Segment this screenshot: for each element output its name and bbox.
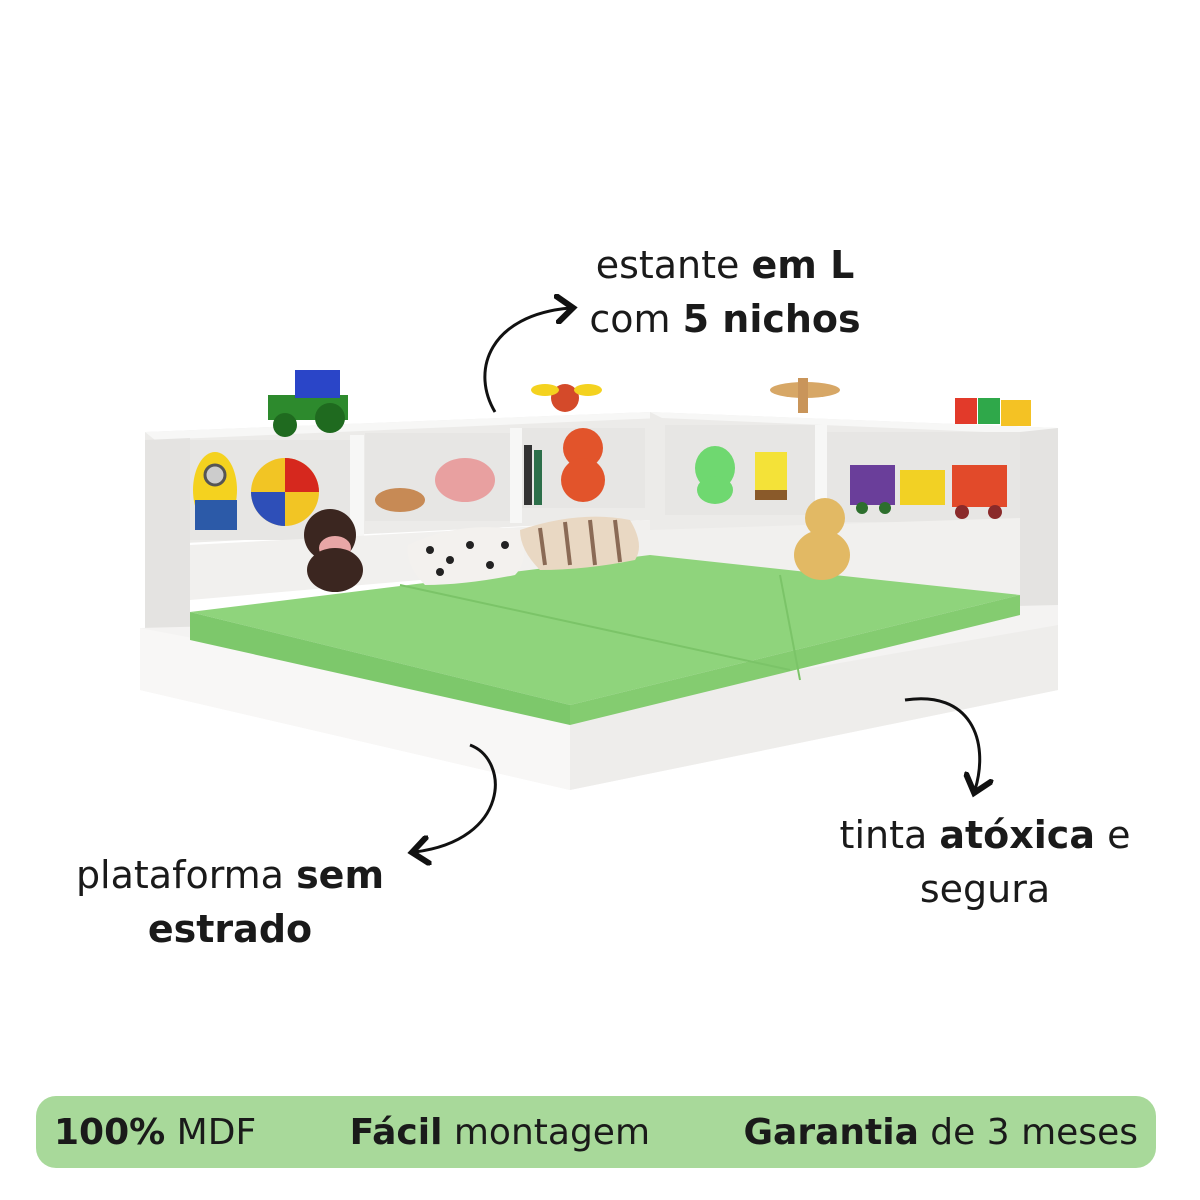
caption-shelf: estante em L com 5 nichos — [560, 238, 890, 346]
arrow-platform — [415, 743, 497, 852]
caption-paint-l2-regular: segura — [919, 867, 1051, 911]
caption-paint-l1-regular: tinta — [839, 813, 940, 857]
caption-platform-l2-bold: estrado — [147, 907, 313, 951]
caption-shelf-l2-bold: 5 nichos — [682, 297, 861, 341]
arrow-shelf — [483, 308, 570, 413]
feature-mdf: 100% MDF — [54, 1112, 256, 1153]
feature-assembly: Fácil montagem — [350, 1112, 650, 1153]
mattress — [190, 555, 1020, 725]
feature-mdf-bold: 100% — [54, 1111, 166, 1153]
caption-paint-l1-bold: atóxica — [939, 813, 1095, 857]
feature-mdf-regular: MDF — [165, 1111, 257, 1153]
caption-platform-l1-bold: sem — [296, 853, 385, 897]
caption-platform: plataforma sem estrado — [40, 848, 420, 956]
pillows — [407, 516, 639, 585]
features-footer: 100% MDF Fácil montagem Garantia de 3 me… — [36, 1096, 1156, 1168]
feature-assembly-bold: Fácil — [349, 1111, 443, 1153]
feature-warranty: Garantia de 3 meses — [744, 1112, 1138, 1153]
caption-platform-l1-regular: plataforma — [75, 853, 297, 897]
feature-assembly-regular: montagem — [442, 1111, 651, 1153]
caption-shelf-l1-bold: em L — [751, 243, 855, 287]
caption-shelf-l2-regular: com — [589, 297, 683, 341]
arrow-paint — [904, 697, 980, 790]
caption-shelf-l1-regular: estante — [595, 243, 752, 287]
feature-warranty-regular: de 3 meses — [918, 1111, 1138, 1153]
caption-paint: tinta atóxica e segura — [810, 808, 1160, 916]
caption-paint-l1-tail: e — [1094, 813, 1131, 857]
toys — [193, 370, 1031, 592]
feature-warranty-bold: Garantia — [743, 1111, 919, 1153]
